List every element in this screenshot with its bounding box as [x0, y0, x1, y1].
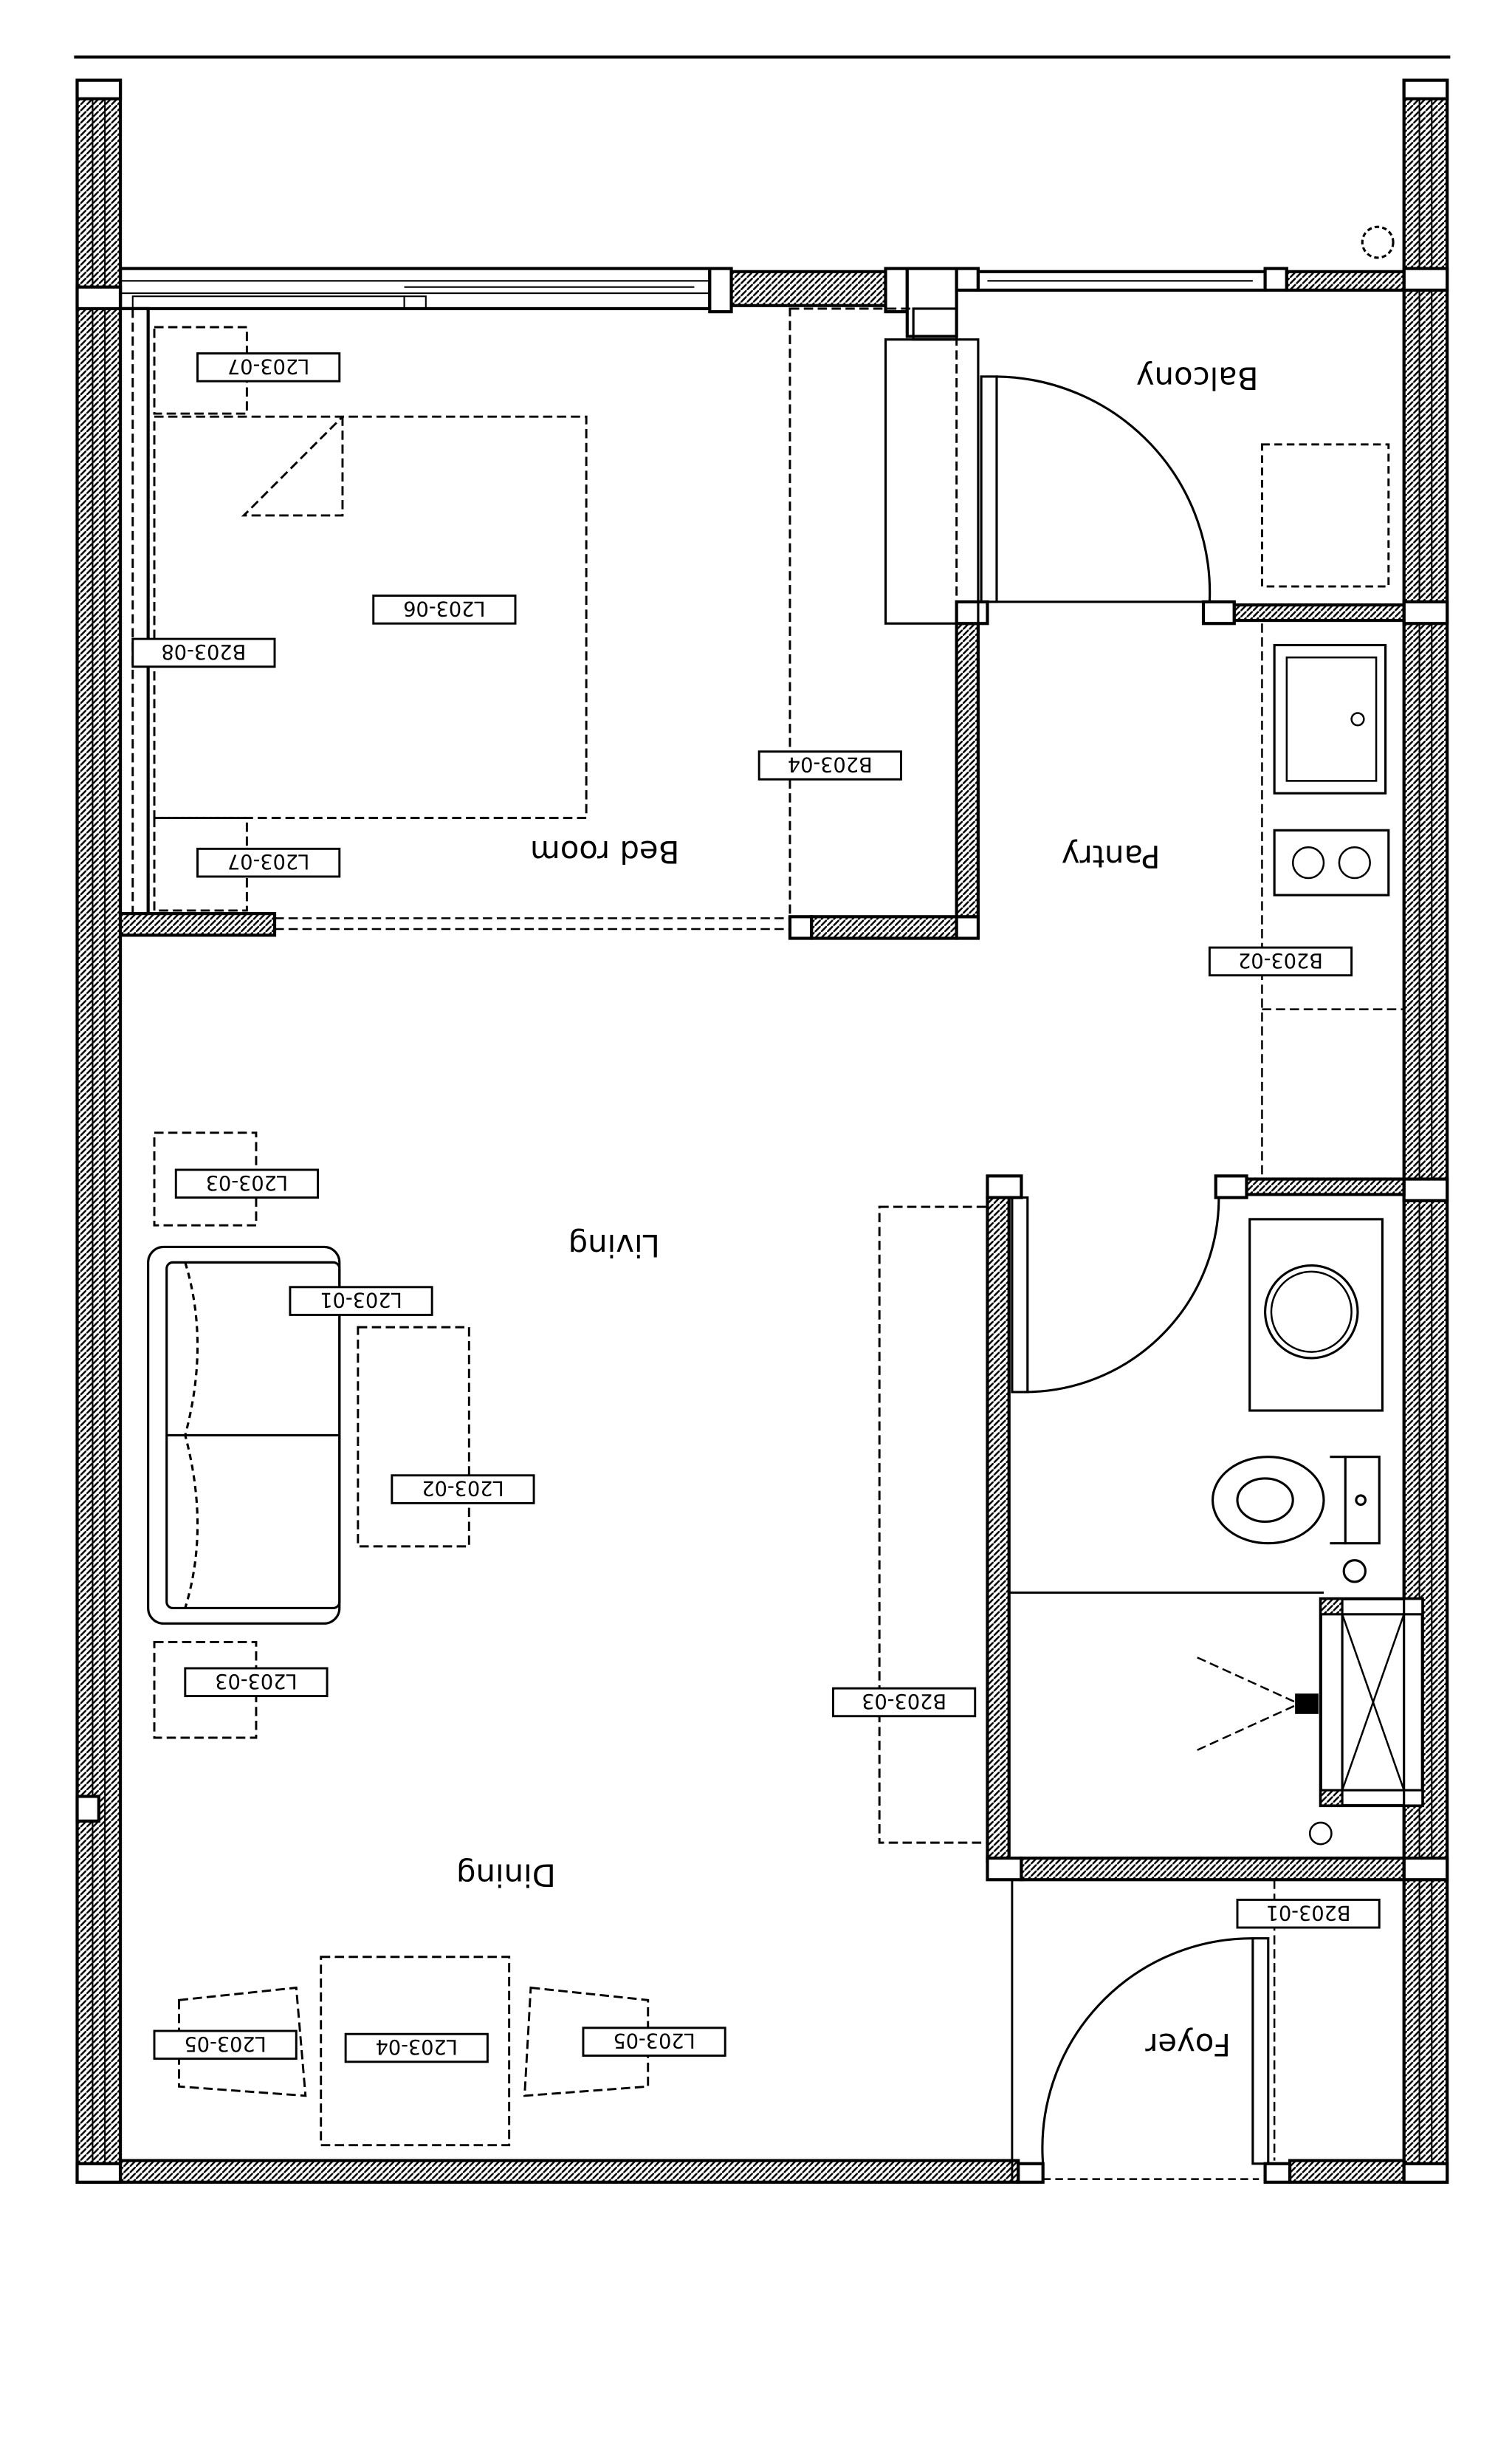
room-labels: Balcony Pantry Bed room Living Dining Fo… — [456, 360, 1258, 2063]
room-label-dining: Dining — [456, 1857, 556, 1893]
tag-text: B203-02 — [1238, 948, 1323, 971]
tag-l0306: L203-06 — [372, 595, 517, 625]
room-label-bedroom: Bed room — [530, 834, 679, 870]
bathroom-walls — [986, 1174, 1406, 1882]
tag-l0302: L203-02 — [391, 1474, 535, 1504]
toilet-icon — [1211, 1456, 1381, 1583]
tag-l0307-top: L203-07 — [196, 352, 341, 383]
tag-text: L203-02 — [422, 1476, 504, 1499]
tag-text: B203-08 — [161, 640, 246, 662]
tag-text: L203-06 — [403, 597, 485, 620]
wardrobe — [884, 307, 980, 625]
tag-text: B203-01 — [1266, 1901, 1351, 1924]
sofa-icon — [147, 1245, 341, 1625]
outer-walls — [75, 78, 1449, 2184]
tag-text: L203-07 — [227, 850, 309, 873]
tag-b0308: B203-08 — [131, 637, 276, 668]
tag-text: L203-01 — [320, 1288, 402, 1311]
room-label-pantry: Pantry — [1062, 838, 1161, 874]
tag-b0302: B203-02 — [1208, 946, 1353, 977]
tag-text: L203-03 — [206, 1171, 288, 1193]
balcony-door — [977, 375, 1406, 626]
bedroom-furniture — [131, 307, 958, 918]
tag-b0303: B203-03 — [832, 1687, 977, 1718]
tag-l0307-bottom: L203-07 — [196, 847, 341, 878]
tag-text: L203-05 — [613, 2029, 695, 2052]
tag-l0301: L203-01 — [289, 1286, 433, 1316]
room-label-foyer: Foyer — [1144, 2026, 1231, 2063]
glazing-top — [118, 225, 1406, 338]
tag-text: B203-04 — [788, 753, 873, 775]
counter-b0303 — [878, 1205, 989, 1844]
bathroom-door — [1011, 1196, 1220, 1394]
shaft — [1319, 1597, 1424, 1808]
tag-b0301: B203-01 — [1236, 1898, 1381, 1929]
foyer — [1011, 1880, 1292, 2184]
tag-b0304: B203-04 — [757, 750, 902, 781]
room-label-balcony: Balcony — [1136, 360, 1259, 396]
bedroom-walls — [118, 306, 989, 940]
hob-icon — [1273, 829, 1390, 897]
washing-machine-icon — [1248, 1218, 1384, 1412]
tag-l0305-right: L203-05 — [582, 2026, 726, 2057]
pantry-fixtures — [1261, 623, 1404, 1176]
tag-labels: L203-07 L203-06 B203-08 B203-04 L203-07 … — [131, 352, 1381, 2063]
tag-text: L203-04 — [376, 2035, 458, 2058]
tag-text: L203-05 — [184, 2032, 266, 2055]
tag-l0305-left: L203-05 — [153, 2029, 298, 2060]
tag-l0303-top: L203-03 — [174, 1168, 319, 1199]
tag-l0303-bottom: L203-03 — [184, 1667, 329, 1698]
room-label-living: Living — [568, 1227, 660, 1264]
tag-text: B203-03 — [862, 1689, 946, 1712]
shower-icon — [1197, 1656, 1333, 1846]
tag-l0304: L203-04 — [344, 2032, 489, 2063]
drain-icon — [1361, 225, 1395, 259]
sink-icon — [1273, 643, 1387, 795]
bathroom-fixtures — [1197, 1218, 1424, 1846]
tag-text: L203-03 — [215, 1669, 297, 1692]
tag-text: L203-07 — [227, 354, 309, 377]
